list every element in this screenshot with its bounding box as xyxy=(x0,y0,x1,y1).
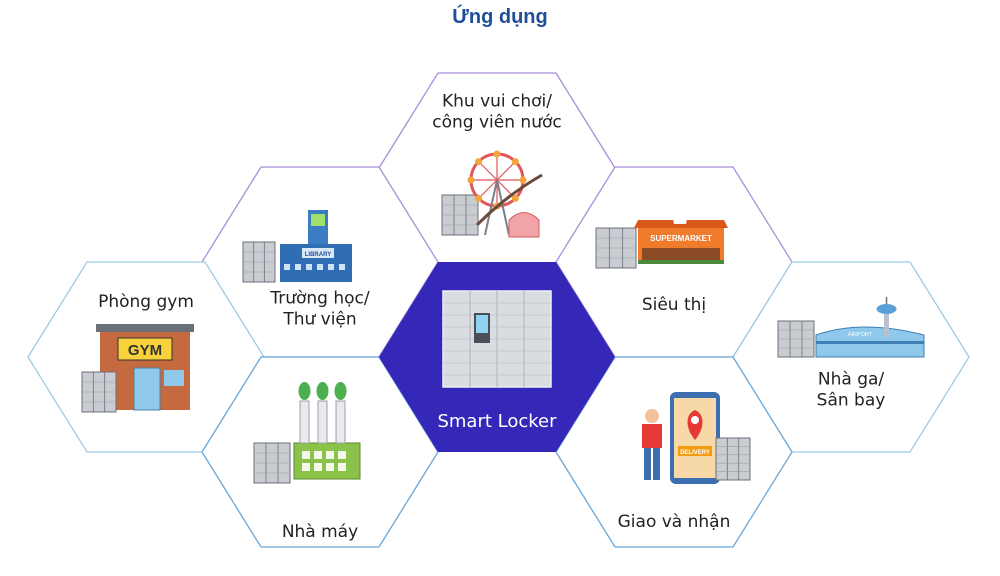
diagram-title: Ứng dụng xyxy=(452,6,548,28)
hex-label-gym: Phòng gym xyxy=(98,292,194,312)
airport-sign: AIRPORT xyxy=(848,332,873,338)
delivery-sign: DELIVERY xyxy=(680,450,710,456)
hex-label-factory: Nhà máy xyxy=(282,522,358,542)
ferris-wheel-icon xyxy=(441,150,543,238)
hex-label-school: Thư viện xyxy=(282,310,356,330)
factory-icon xyxy=(253,382,361,484)
hex-label-supermarket: Siêu thị xyxy=(642,295,706,315)
hex-label-amusement: công viên nước xyxy=(432,113,561,133)
hex-label-school: Trường học/ xyxy=(269,289,370,309)
smart-locker-icon xyxy=(442,290,552,388)
airport-icon: AIRPORT xyxy=(777,297,925,358)
center-label: Smart Locker xyxy=(437,411,557,432)
hex-label-delivery: Giao và nhận xyxy=(618,512,731,532)
supermarket-icon: SUPERMARKET xyxy=(595,214,728,269)
library-sign: LIBRARY xyxy=(305,252,331,258)
hex-label-airport: Sân bay xyxy=(817,391,886,411)
gym-sign: GYM xyxy=(128,342,162,359)
hex-label-amusement: Khu vui chơi/ xyxy=(442,92,552,112)
hex-label-airport: Nhà ga/ xyxy=(818,370,885,390)
delivery-icon: DELIVERY xyxy=(642,392,751,484)
gym-icon: GYM xyxy=(81,324,194,413)
library-icon: LIBRARY xyxy=(242,210,352,283)
supermarket-sign: SUPERMARKET xyxy=(650,234,712,243)
